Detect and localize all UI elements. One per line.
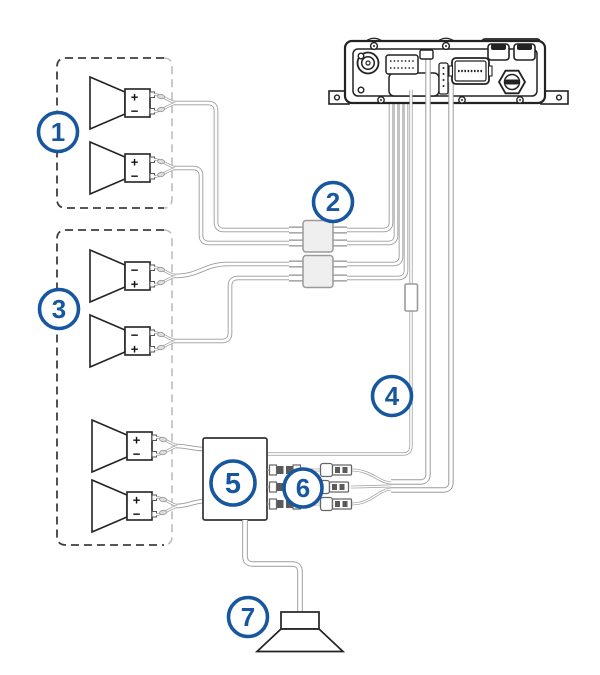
rca-cable-inner <box>391 54 430 484</box>
cable-speaker-3b <box>174 276 296 343</box>
wire-join-block-b <box>302 254 334 289</box>
wire-join-block-a <box>302 219 334 253</box>
terminal-signs: + − + − − + − + + − + − <box>131 90 141 522</box>
amp-pin-strip <box>438 62 449 95</box>
sign-1b-bottom: − <box>131 169 139 184</box>
svg-text:7: 7 <box>241 602 255 632</box>
svg-text:3: 3 <box>52 294 66 324</box>
svg-text:1: 1 <box>51 117 65 147</box>
amp-harness-connector <box>388 72 440 97</box>
subwoofer <box>254 611 346 653</box>
rca-cable-outer <box>391 82 453 492</box>
sign-1a-bottom: − <box>131 104 139 119</box>
svg-text:5: 5 <box>225 468 241 500</box>
amp-signal-connector <box>385 54 419 75</box>
cable-amp-b2 <box>340 93 408 280</box>
cable-amp-b1 <box>340 93 403 266</box>
cable-speaker-1a <box>174 101 296 232</box>
cable-speaker-5a <box>175 444 205 451</box>
cable-speaker-3a <box>173 262 296 278</box>
svg-text:2: 2 <box>326 187 340 217</box>
callouts: 1 2 3 4 5 6 7 <box>36 110 414 639</box>
callout-5: 5 <box>209 459 257 507</box>
speaker-zone-3-box <box>56 229 173 546</box>
cable-plug-cap <box>419 49 434 60</box>
svg-text:6: 6 <box>296 473 310 503</box>
rca-tail-1 <box>350 469 392 484</box>
sign-3b-top: − <box>131 328 139 343</box>
rca-tail-3 <box>350 488 392 505</box>
sign-5b-bottom: − <box>133 507 141 522</box>
cable-amp-a1 <box>340 93 393 232</box>
sign-3a-bottom: + <box>131 277 139 292</box>
callout-6: 6 <box>282 467 324 509</box>
amp-gland-nut <box>497 69 527 95</box>
cable-amp-a2 <box>340 93 398 245</box>
inline-fuse-holder <box>404 283 419 312</box>
sign-5b-top: + <box>133 493 141 508</box>
callout-2: 2 <box>311 180 355 224</box>
rca-tail-2 <box>350 485 392 488</box>
svg-text:4: 4 <box>385 381 400 411</box>
subwoofer-cable <box>243 520 302 613</box>
sign-1a-top: + <box>131 90 139 105</box>
cable-speaker-1b <box>174 166 296 245</box>
callout-3: 3 <box>37 287 81 331</box>
amp-top-connectors <box>385 49 493 95</box>
sign-5a-top: + <box>133 433 141 448</box>
sign-3b-bottom: + <box>131 342 139 357</box>
amp-drop-cables <box>267 54 454 493</box>
cable-speaker-5b <box>175 499 205 508</box>
callout-1: 1 <box>36 110 80 154</box>
sign-1b-top: + <box>131 155 139 170</box>
callout-4: 4 <box>370 374 414 418</box>
callout-7: 7 <box>226 595 270 639</box>
fused-wire-lower <box>267 310 412 455</box>
sign-3a-top: − <box>131 263 139 278</box>
sign-5a-bottom: − <box>133 447 141 462</box>
speaker-cables <box>173 93 409 509</box>
speaker-zone-1-box <box>56 57 173 209</box>
